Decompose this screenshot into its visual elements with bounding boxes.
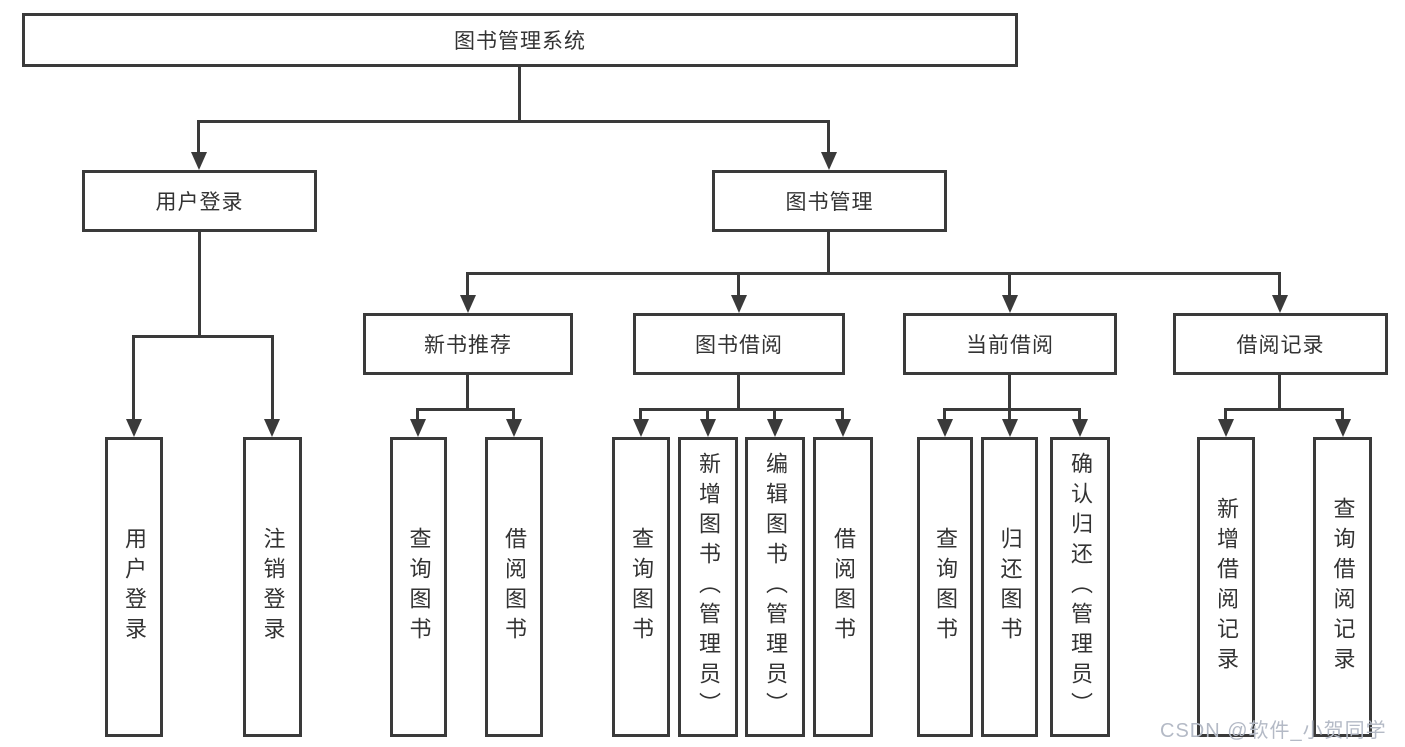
arrow-down-icon [1335,419,1351,437]
node-label: 图书借阅 [695,334,783,357]
connector-records-rail [1225,408,1344,411]
connector-drop-login [197,120,200,154]
connector-borrow-rail [640,408,844,411]
node-label: 借阅记录 [1236,334,1325,357]
leaf-add-books-admin: 新增图书（管理员） [678,437,738,737]
node-label: 图书管理 [785,191,874,214]
node-label: 用户登录 [155,191,244,214]
node-current-borrow: 当前借阅 [903,313,1117,375]
connector-borrow-stem [737,375,740,408]
node-label: 当前借阅 [966,334,1054,357]
arrow-down-icon [1272,295,1288,313]
connector-drop-mgmt [827,120,830,154]
arrow-down-icon [460,295,476,313]
node-label: 查询借阅记录 [1330,497,1356,677]
connector-drop-leaf [512,408,515,422]
connector-drop-newbook [466,272,469,297]
node-label: 查询图书 [406,527,432,647]
csdn-watermark: CSDN @软件_小贺同学 [1160,720,1387,742]
leaf-logout: 注销登录 [243,437,302,737]
node-new-book-recommend: 新书推荐 [363,313,573,375]
connector-drop-records [1278,272,1281,297]
node-label: 新增图书（管理员） [696,452,721,722]
leaf-newbook-borrow-books: 借阅图书 [485,437,543,737]
connector-current-stem [1008,375,1011,408]
node-borrow-records: 借阅记录 [1173,313,1388,375]
node-label: 新增借阅记录 [1214,497,1239,677]
node-book-management: 图书管理 [712,170,947,232]
connector-newbook-rail [417,408,515,411]
leaf-borrow-query-books: 查询图书 [612,437,670,737]
node-label: 新书推荐 [424,334,512,357]
connector-mgmt-rail [467,272,1281,275]
leaf-add-borrow-record: 新增借阅记录 [1197,437,1255,737]
leaf-return-books: 归还图书 [981,437,1038,737]
connector-newbook-stem [466,375,469,408]
arrow-down-icon [126,419,142,437]
connector-drop-leaf [841,408,844,422]
connector-drop-leaf [132,335,135,421]
connector-login-stem [198,232,201,335]
connector-drop-leaf [639,408,642,422]
connector-login-rail [133,335,273,338]
arrow-down-icon [1002,419,1018,437]
arrow-down-icon [835,419,851,437]
connector-drop-leaf [1008,408,1011,422]
arrow-down-icon [937,419,953,437]
connector-root-rail [198,120,830,123]
connector-drop-leaf [1341,408,1344,422]
arrow-down-icon [1002,295,1018,313]
connector-current-rail [944,408,1081,411]
leaf-borrow-books: 借阅图书 [813,437,873,737]
arrow-down-icon [821,152,837,170]
connector-mgmt-stem [827,232,830,272]
node-label: 注销登录 [260,527,286,647]
connector-root-stem [518,67,521,120]
node-label: 查询图书 [629,527,654,647]
node-label: 借阅图书 [831,527,856,647]
connector-drop-leaf [943,408,946,422]
arrow-down-icon [633,419,649,437]
node-label: 用户登录 [122,527,147,647]
node-label: 编辑图书（管理员） [763,452,788,722]
node-label: 归还图书 [997,527,1023,647]
leaf-user-login: 用户登录 [105,437,163,737]
connector-drop-leaf [271,335,274,421]
arrow-down-icon [1072,419,1088,437]
arrow-down-icon [767,419,783,437]
connector-drop-borrow [737,272,740,297]
connector-drop-leaf [416,408,419,422]
leaf-newbook-query-books: 查询图书 [390,437,447,737]
arrow-down-icon [731,295,747,313]
leaf-edit-books-admin: 编辑图书（管理员） [745,437,805,737]
connector-records-stem [1278,375,1281,408]
node-book-borrow: 图书借阅 [633,313,845,375]
connector-drop-leaf [773,408,776,422]
node-label: 查询图书 [933,527,958,647]
arrow-down-icon [191,152,207,170]
node-user-login: 用户登录 [82,170,317,232]
node-label: 确认归还（管理员） [1068,452,1093,722]
arrow-down-icon [1218,419,1234,437]
node-root-system: 图书管理系统 [22,13,1018,67]
node-label: 图书管理系统 [454,30,586,53]
connector-drop-leaf [706,408,709,422]
leaf-current-query-books: 查询图书 [917,437,973,737]
connector-drop-leaf [1224,408,1227,422]
arrow-down-icon [264,419,280,437]
leaf-query-borrow-record: 查询借阅记录 [1313,437,1372,737]
connector-drop-current [1008,272,1011,297]
node-label: 借阅图书 [502,527,527,647]
arrow-down-icon [410,419,426,437]
leaf-confirm-return-admin: 确认归还（管理员） [1050,437,1110,737]
arrow-down-icon [506,419,522,437]
arrow-down-icon [700,419,716,437]
connector-drop-leaf [1078,408,1081,422]
